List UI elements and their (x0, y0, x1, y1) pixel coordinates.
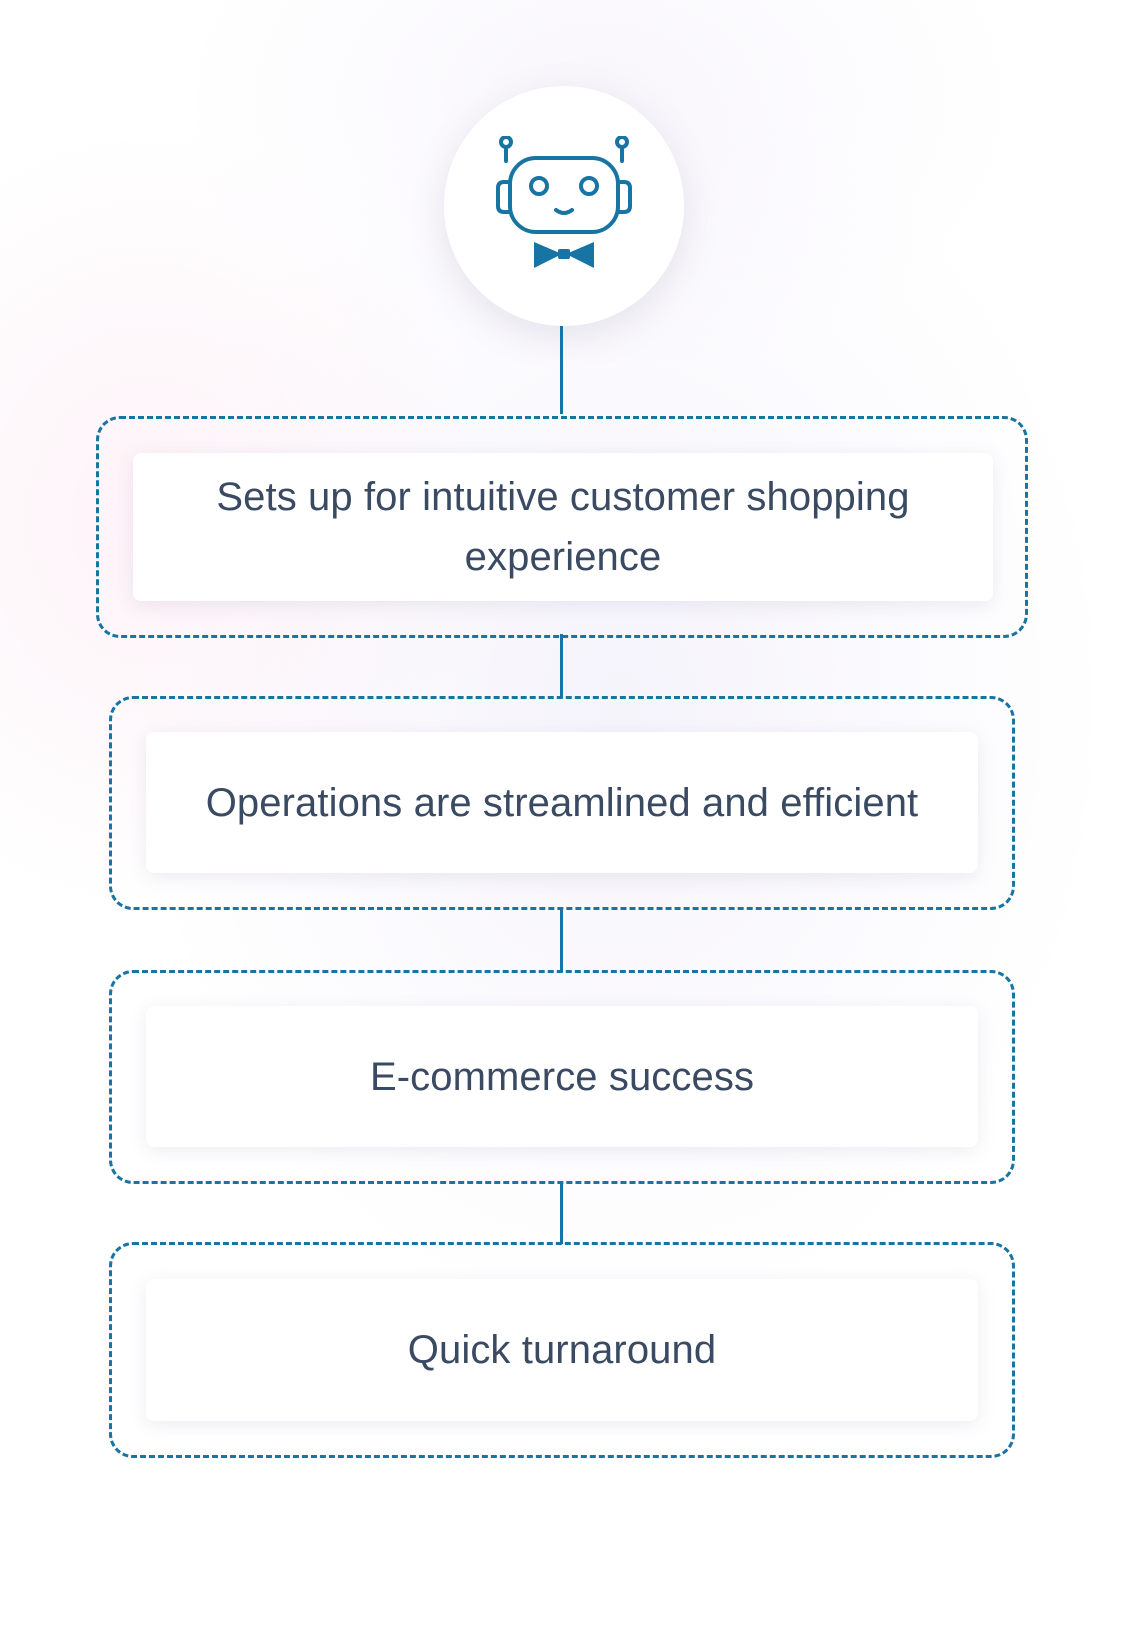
step-frame (96, 416, 1028, 638)
step-card: Quick turnaround (146, 1279, 978, 1421)
step-label: Sets up for intuitive customer shopping … (216, 475, 910, 579)
robot-icon (496, 136, 632, 268)
connector-line (560, 908, 563, 972)
step-label: E-commerce success (369, 1054, 755, 1099)
connector-line (560, 634, 563, 698)
step-frame (109, 1242, 1015, 1458)
connector-line (560, 326, 563, 414)
step-card: Operations are streamlined and efficient (146, 732, 978, 873)
step-frame (109, 696, 1015, 910)
step-label: Operations are streamlined and efficient (205, 780, 919, 825)
step-card: E-commerce success (146, 1006, 978, 1147)
robot-avatar (444, 86, 684, 326)
connector-line (560, 1182, 563, 1244)
step-label: Quick turnaround (407, 1328, 717, 1372)
step-card: Sets up for intuitive customer shopping … (133, 453, 993, 601)
step-frame (109, 970, 1015, 1184)
